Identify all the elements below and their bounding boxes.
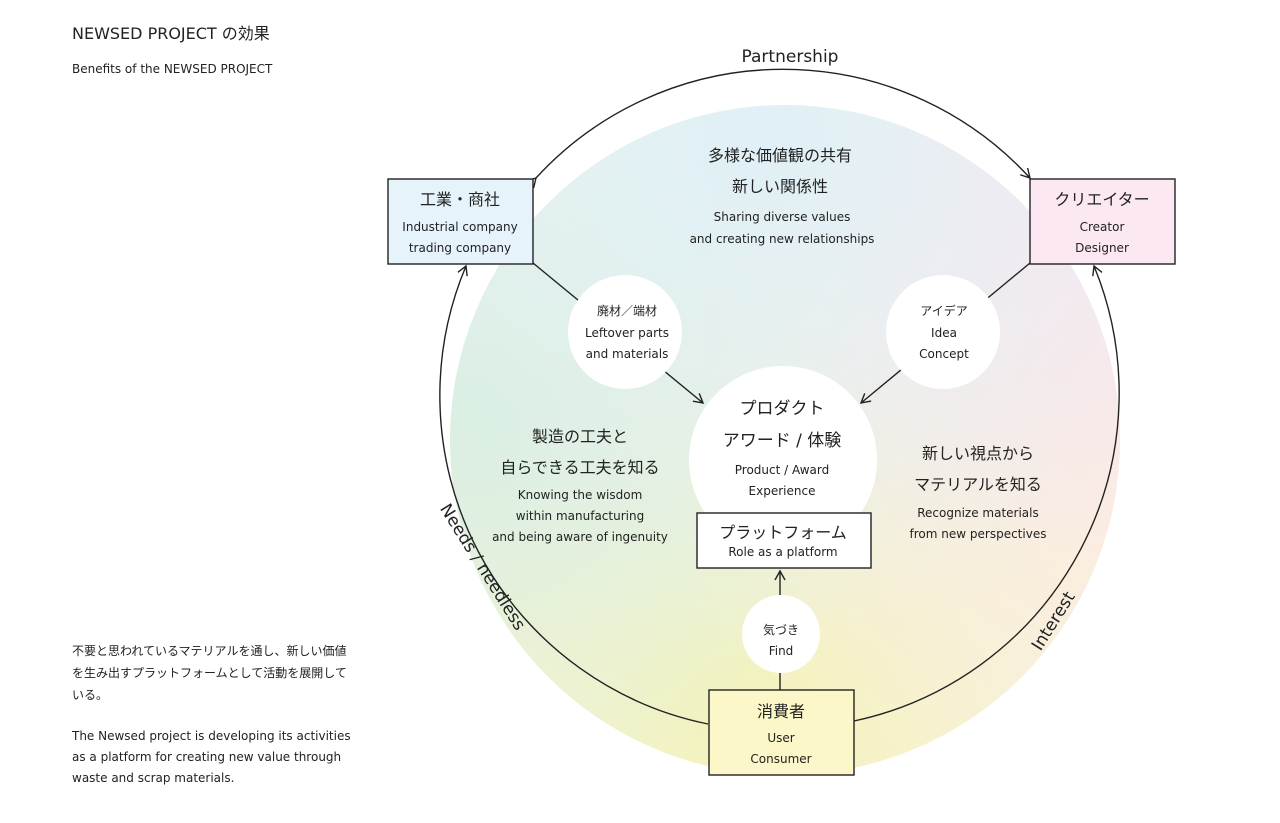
find-en: Find (769, 644, 794, 658)
consumer-en1: User (767, 731, 794, 745)
interest-arc (853, 264, 1120, 722)
materials-en1: Leftover parts (585, 326, 669, 340)
region-top-en1: Sharing diverse values (714, 210, 851, 224)
description-jp: 不要と思われているマテリアルを通し、新しい価値を生み出すプラットフォームとして活… (72, 644, 347, 702)
product-en2: Experience (749, 484, 816, 498)
creator-box: クリエイター Creator Designer (1029, 178, 1176, 265)
creator-en1: Creator (1080, 220, 1125, 234)
needs-arc (439, 264, 709, 725)
creator-jp: クリエイター (1054, 190, 1149, 209)
idea-bubble (886, 275, 1000, 389)
region-right-en1: Recognize materials (917, 506, 1039, 520)
industry-en1: Industrial company (402, 220, 517, 234)
region-top-en2: and creating new relationships (690, 232, 875, 246)
region-left-jp2: 自らできる工夫を知る (500, 458, 659, 477)
idea-en2: Concept (919, 347, 969, 361)
page-title: NEWSED PROJECT の効果 (72, 24, 270, 43)
product-bubble (689, 366, 877, 554)
region-right-jp2: マテリアルを知る (914, 475, 1042, 494)
description-en: The Newsed project is developing its act… (72, 729, 351, 785)
region-left-en1: Knowing the wisdom (518, 488, 643, 502)
region-right-jp1: 新しい視点から (922, 444, 1034, 463)
materials-en2: and materials (586, 347, 669, 361)
consumer-jp: 消費者 (757, 702, 805, 721)
product-en1: Product / Award (735, 463, 829, 477)
creator-en2: Designer (1075, 241, 1129, 255)
industry-jp: 工業・商社 (420, 190, 500, 209)
product-jp1: プロダクト (740, 399, 825, 419)
idea-jp: アイデア (920, 303, 967, 318)
region-right-en2: from new perspectives (910, 527, 1047, 541)
platform-jp: プラットフォーム (719, 523, 847, 542)
region-top-jp1: 多様な価値観の共有 (708, 146, 852, 165)
find-bubble (742, 595, 820, 673)
region-left-en3: and being aware of ingenuity (492, 530, 668, 544)
materials-jp: 廃材／端材 (597, 303, 657, 318)
platform-box: プラットフォーム Role as a platform (696, 512, 872, 569)
idea-en1: Idea (931, 326, 957, 340)
platform-en: Role as a platform (728, 545, 837, 559)
materials-bubble (568, 275, 682, 389)
region-top-jp2: 新しい関係性 (732, 177, 828, 196)
partnership-arc (526, 68, 1031, 189)
consumer-box: 消費者 User Consumer (708, 689, 855, 776)
region-left-en2: within manufacturing (516, 509, 644, 523)
industry-en2: trading company (409, 241, 511, 255)
industry-box: 工業・商社 Industrial company trading company (387, 178, 534, 265)
page-subtitle: Benefits of the NEWSED PROJECT (72, 62, 273, 76)
edge-label-partnership: Partnership (742, 47, 839, 67)
find-jp: 気づき (763, 622, 799, 637)
consumer-en2: Consumer (750, 752, 811, 766)
product-jp2: アワード / 体験 (723, 431, 842, 451)
region-left-jp1: 製造の工夫と (532, 427, 628, 446)
